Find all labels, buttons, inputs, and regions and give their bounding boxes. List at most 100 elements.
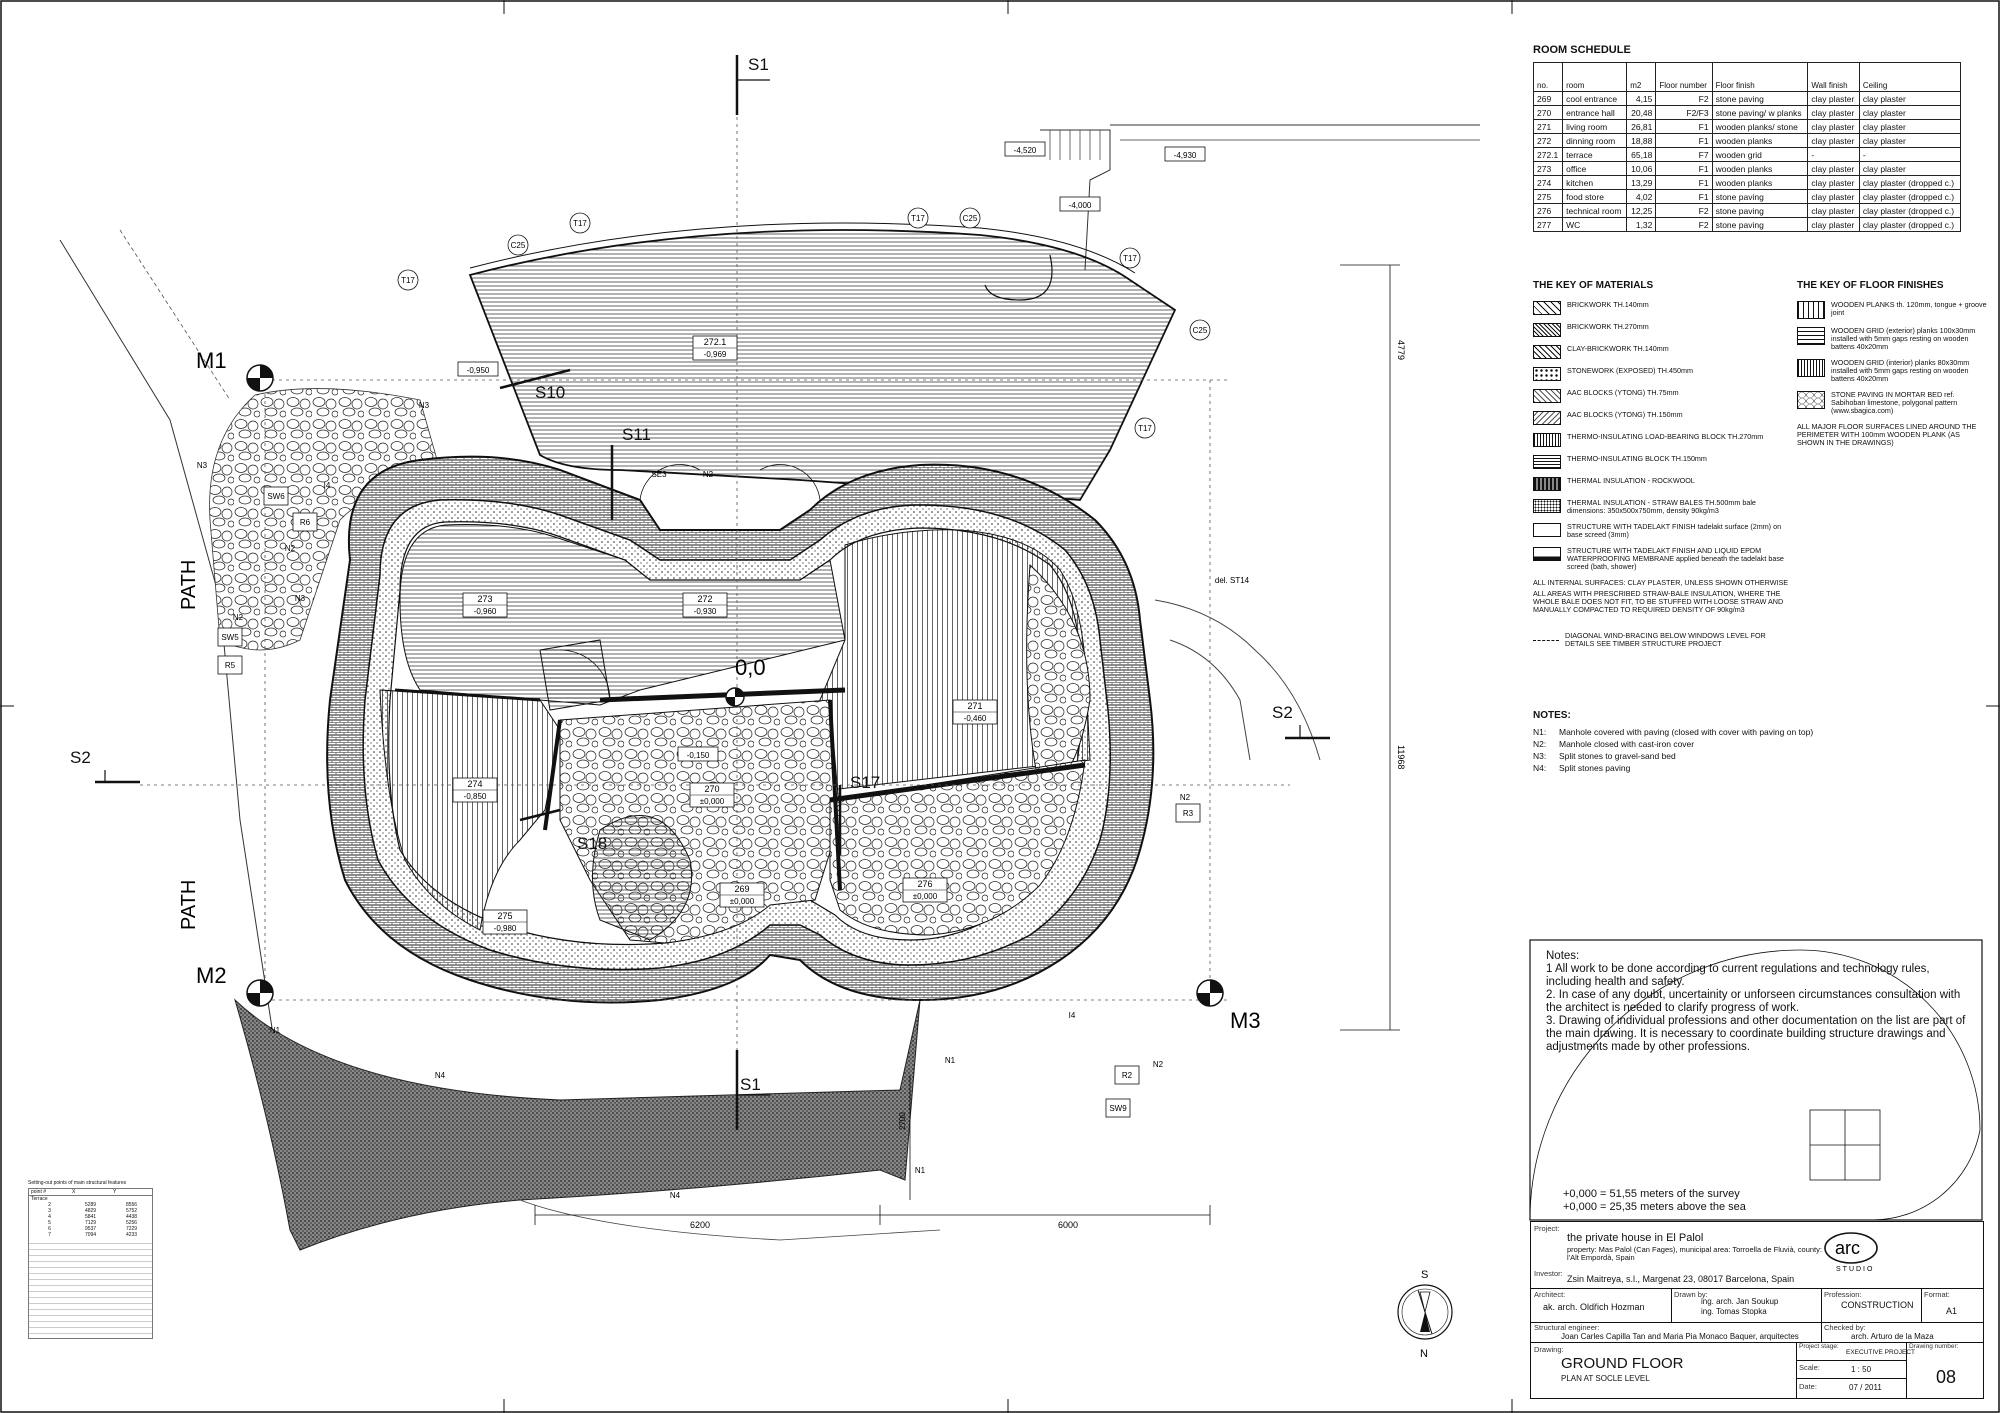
svg-text:N3: N3 — [197, 461, 208, 470]
room-tag-271: 271-0,460 — [952, 699, 998, 725]
room-tags: 272.1-0,969273-0,960272-0,930271-0,46027… — [452, 335, 998, 935]
architect-name: ak. arch. Oldřich Hozman — [1543, 1302, 1645, 1312]
project-label: Project: — [1534, 1224, 1560, 1233]
room-tag-number: 276 — [917, 879, 932, 889]
schedule-cell: terrace — [1562, 147, 1628, 162]
schedule-cell: - — [1858, 147, 1962, 162]
general-notes-items: 1 All work to be done according to curre… — [1546, 963, 1976, 1054]
material-key-row: AAC BLOCKS (YTONG) TH.75mm — [1533, 389, 1793, 403]
tag-n4: N4 — [670, 1191, 681, 1200]
floor-finish-label: STONE PAVING IN MORTAR BED ref. Sabihoba… — [1831, 390, 1958, 415]
schedule-cell: 1,32 — [1626, 217, 1657, 232]
room-tag-number: 272.1 — [704, 337, 727, 347]
dim-4779: 4779 — [1396, 340, 1406, 360]
floor-finish-row: WOODEN GRID (exterior) planks 100x30mm i… — [1797, 327, 1987, 351]
tag-del-st14: del. ST14 — [1215, 576, 1250, 585]
profession-label: Profession: — [1824, 1290, 1862, 1299]
stage-value: EXECUTIVE PROJECT — [1846, 1349, 1915, 1356]
svg-text:-0,150: -0,150 — [687, 751, 710, 760]
room-tag-level: ±0,000 — [730, 897, 755, 906]
svg-text:del. ST14: del. ST14 — [1215, 576, 1250, 585]
svg-text:-0,950: -0,950 — [467, 366, 490, 375]
project-name: the private house in El Palol — [1567, 1232, 1704, 1244]
material-key-row: STONEWORK (EXPOSED) TH.450mm — [1533, 367, 1793, 381]
survey-m2-label: M2 — [196, 963, 227, 988]
date-value: 07 / 2011 — [1849, 1383, 1882, 1392]
survey-m3: M3 — [1196, 979, 1261, 1033]
svg-text:N2: N2 — [703, 470, 714, 479]
drawing-label: Drawing: — [1534, 1345, 1564, 1354]
schedule-cell: kitchen — [1562, 175, 1628, 190]
room-tag-level: -0,930 — [694, 607, 717, 616]
room-tag-number: 273 — [477, 594, 492, 604]
schedule-cell: clay plaster — [1807, 217, 1860, 232]
house-walls — [326, 455, 1155, 1004]
tag-r5: R5 — [217, 655, 243, 675]
notes-legend: NOTES: N1:Manhole covered with paving (c… — [1533, 708, 1973, 775]
svg-text:R3: R3 — [1183, 809, 1194, 818]
tag-r6: R6 — [292, 512, 318, 532]
schedule-cell: 65,18 — [1626, 147, 1657, 162]
schedule-cell: 272 — [1532, 133, 1564, 148]
tag-se3: SE3 — [651, 470, 667, 479]
schedule-header-cell: no. — [1532, 62, 1564, 92]
general-notes-title: Notes: — [1546, 950, 1580, 962]
material-key-row: STRUCTURE WITH TADELAKT FINISH tadelakt … — [1533, 523, 1793, 539]
tag-i4: I4 — [324, 481, 331, 490]
schedule-header-cell: Wall finish — [1807, 62, 1860, 92]
tag-t17: T17 — [569, 212, 591, 234]
room-tag-number: 274 — [467, 779, 482, 789]
room-tag-275: 275-0,980 — [482, 909, 528, 935]
level-tag: -4,930 — [1164, 146, 1206, 162]
svg-text:T17: T17 — [401, 276, 415, 285]
tag-c25: C25 — [959, 207, 981, 229]
material-label: THERMAL INSULATION - ROCKWOOL — [1567, 476, 1695, 485]
general-note: 2. In case of any doubt, uncertainity or… — [1546, 989, 1961, 1014]
material-swatch — [1533, 367, 1561, 381]
stage-label: Project stage: — [1799, 1343, 1839, 1350]
drawn-label: Drawn by: — [1674, 1290, 1708, 1299]
setting-out-table: Setting-out points of main structural fe… — [28, 1180, 153, 1339]
material-swatch — [1533, 301, 1561, 315]
tag-t17: T17 — [397, 269, 419, 291]
investor-name: Zsin Maitreya, s.l., Margenat 23, 08017 … — [1567, 1274, 1795, 1284]
svg-text:-4,930: -4,930 — [1174, 151, 1197, 160]
material-label: THERMO-INSULATING LOAD-BEARING BLOCK TH.… — [1567, 432, 1764, 441]
survey-m1: M1 — [196, 348, 274, 392]
tag-n2: N2 — [1153, 1060, 1164, 1069]
section-markers: S1 S1 S2 S2 S10 S11 S17 S18 — [70, 55, 1330, 1130]
svg-text:C25: C25 — [1193, 326, 1208, 335]
level-tag: -0,950 — [457, 361, 499, 377]
schedule-cell: F1 — [1655, 189, 1713, 204]
section-s11: S11 — [622, 425, 651, 444]
materials-bracing-note: DIAGONAL WIND-BRACING BELOW WINDOWS LEVE… — [1565, 631, 1766, 648]
level-tag: -4,520 — [1004, 141, 1046, 157]
material-key-row: AAC BLOCKS (YTONG) TH.150mm — [1533, 411, 1793, 425]
schedule-cell: F2 — [1655, 91, 1713, 106]
title-block-engineer-section — [1531, 1322, 1983, 1343]
schedule-cell: clay plaster (dropped c.) — [1858, 217, 1962, 232]
schedule-cell: wooden planks — [1711, 133, 1809, 148]
tag-n2: N2 — [703, 470, 714, 479]
schedule-cell: clay plaster — [1858, 105, 1962, 120]
schedule-cell: 4,02 — [1626, 189, 1657, 204]
title-block-project-section — [1531, 1222, 1983, 1289]
datum-survey: +0,000 = 51,55 meters of the survey — [1563, 1188, 1740, 1200]
schedule-cell: clay plaster — [1807, 203, 1860, 218]
floor-finishes-note: ALL MAJOR FLOOR SURFACES LINED AROUND TH… — [1797, 422, 1977, 447]
svg-text:R5: R5 — [225, 661, 236, 670]
schedule-cell: living room — [1562, 119, 1628, 134]
notes-box-frame — [1529, 939, 1983, 1221]
svg-text:R6: R6 — [300, 518, 311, 527]
svg-text:N4: N4 — [435, 1071, 446, 1080]
schedule-cell: dinning room — [1562, 133, 1628, 148]
room-tag-level: -0,969 — [704, 350, 727, 359]
svg-text:N3: N3 — [295, 594, 306, 603]
schedule-cell: clay plaster — [1807, 119, 1860, 134]
